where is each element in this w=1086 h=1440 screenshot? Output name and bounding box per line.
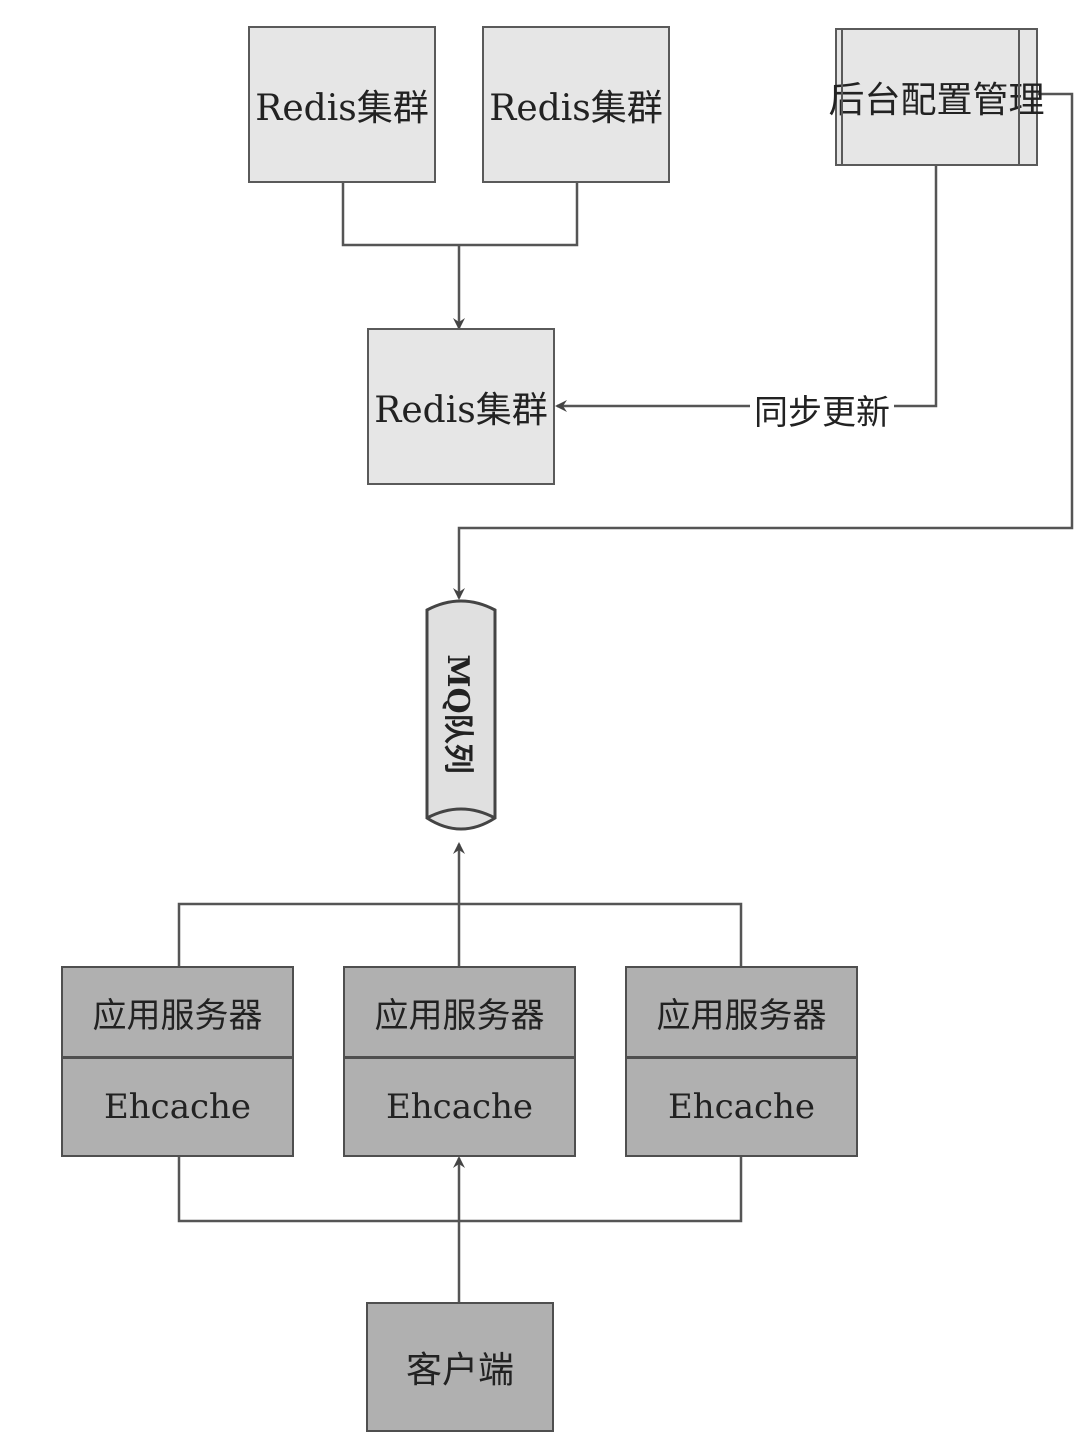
app-server-1: 应用服务器 Ehcache [61,966,294,1157]
edge-admin-to-redis-main [555,166,938,412]
redis-cluster-main-label: Redis集群 [374,389,548,431]
app-server-3-cache: Ehcache [667,1087,816,1127]
redis-cluster-a: Redis集群 [248,26,436,183]
app-server-1-label: 应用服务器 [63,968,292,1059]
app-server-2-label: 应用服务器 [345,968,574,1059]
redis-cluster-b: Redis集群 [482,26,670,183]
admin-right-bar [1018,30,1030,164]
client-node: 客户端 [366,1302,554,1432]
admin-left-bar [841,30,853,164]
app-server-3-label: 应用服务器 [627,968,856,1059]
client-label: 客户端 [405,1350,514,1391]
mq-queue-cylinder [425,599,497,831]
app-server-2: 应用服务器 Ehcache [343,966,576,1157]
redis-cluster-b-label: Redis集群 [489,87,663,129]
admin-config-node: 后台配置管理 [829,28,1045,166]
edge-redis-a-to-merge [341,182,579,247]
redis-cluster-main: Redis集群 [367,328,555,485]
app-server-1-cache: Ehcache [103,1087,252,1127]
admin-config-label: 后台配置管理 [828,80,1045,121]
mq-queue-label: MQ队列 [440,654,475,774]
redis-cluster-a-label: Redis集群 [255,87,429,129]
app-server-3: 应用服务器 Ehcache [625,966,858,1157]
sync-update-label: 同步更新 [750,385,894,434]
edge-admin-to-mq [453,92,1074,600]
app-server-2-cache: Ehcache [385,1087,534,1127]
